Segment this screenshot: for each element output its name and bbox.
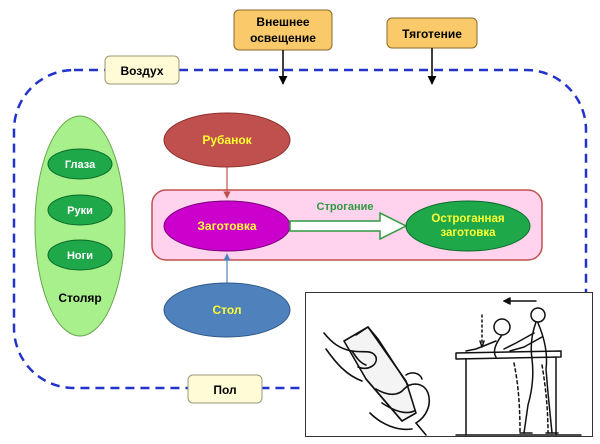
legs-label: Ноги <box>67 250 93 262</box>
carpenter-at-workbench-illustration <box>455 297 582 436</box>
eyes-label: Глаза <box>65 159 96 171</box>
external-lighting-line1: Внешнее <box>256 15 310 29</box>
hands-node <box>47 194 113 226</box>
workpiece-label: Заготовка <box>197 219 256 233</box>
hands-label: Руки <box>67 205 93 217</box>
result-label-line1: Остроганная <box>431 213 504 225</box>
legs-node <box>47 239 113 271</box>
planing-arrow <box>289 211 408 241</box>
gravity-box: Тяготение <box>386 17 478 49</box>
table-node: Стол <box>163 282 291 338</box>
result-node: Остроганная заготовка <box>405 200 531 252</box>
floor-label: Пол <box>213 383 236 397</box>
carpenter-label: Столяр <box>58 291 101 305</box>
planing-hand-illustration <box>323 326 431 436</box>
floor-box: Пол <box>187 374 263 404</box>
carpenter-group: Глаза Руки Ноги Столяр <box>34 115 126 337</box>
illustration-panel <box>305 292 593 437</box>
tool-label: Рубанок <box>202 133 252 147</box>
external-lighting-box: Внешнее освещение <box>233 9 333 51</box>
external-lighting-line2: освещение <box>250 31 316 45</box>
system-boundary <box>12 68 588 390</box>
eyes-node <box>47 148 113 180</box>
air-box: Воздух <box>104 55 180 85</box>
table-label: Стол <box>212 303 241 317</box>
gravity-label: Тяготение <box>402 27 462 41</box>
tool-node: Рубанок <box>163 112 291 168</box>
planing-label: Строгание <box>317 201 374 213</box>
result-label-line2: заготовка <box>440 227 496 239</box>
air-label: Воздух <box>120 64 163 78</box>
workpiece-node: Заготовка <box>163 200 291 252</box>
